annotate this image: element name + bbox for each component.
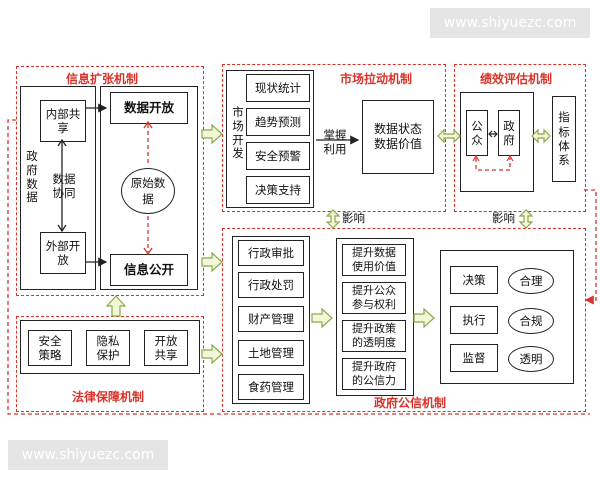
arrow-public-to-credibility — [201, 251, 223, 273]
admin-item-3: 财产管理 — [238, 306, 304, 332]
credibility-region — [222, 228, 586, 412]
info-expansion-title: 信息扩张机制 — [66, 72, 139, 86]
supervise-box: 监督 — [450, 344, 498, 372]
arrow-open-to-market — [201, 123, 223, 145]
influence-left-label: 影响 — [342, 211, 365, 225]
data-status-box: 数据状态数据价值 — [362, 100, 434, 174]
legal-item-3: 开放共享 — [144, 330, 188, 366]
internal-share-box: 内部共享 — [40, 100, 86, 142]
data-open-box: 数据开放 — [110, 92, 188, 124]
government-data-frame — [20, 86, 96, 290]
admin-item-5: 食药管理 — [238, 374, 304, 400]
performance-frame — [460, 92, 534, 192]
decision-box: 决策 — [450, 266, 498, 294]
external-open-box: 外部开放 — [40, 232, 86, 274]
influence-right-label: 影响 — [492, 211, 515, 225]
market-dev-frame — [226, 70, 314, 208]
grasp-use-label: 掌握利用 — [323, 128, 347, 157]
admin-item-1: 行政审批 — [238, 240, 304, 266]
market-item-4: 决策支持 — [246, 176, 310, 204]
arrow-frame-index — [531, 128, 551, 144]
arrow-influence-left — [325, 209, 341, 229]
raw-data-oval: 原始数据 — [121, 168, 175, 214]
public-box: 公众 — [466, 110, 488, 156]
improve-item-1: 提升数据使用价值 — [342, 244, 406, 276]
arrow-influence-right — [518, 209, 534, 229]
performance-title: 绩效评估机制 — [480, 72, 553, 86]
transparent-oval: 透明 — [508, 346, 554, 372]
outer-loop-left — [7, 119, 590, 415]
watermark-top: www.shiyuezc.com — [430, 8, 590, 38]
data-collab-label: 数据协同 — [52, 172, 76, 201]
arrow-improve-to-governance — [413, 307, 435, 329]
market-item-2: 趋势预测 — [246, 108, 310, 136]
governance-frame — [440, 250, 574, 384]
market-item-3: 安全预警 — [246, 142, 310, 170]
credibility-title: 政府公信机制 — [374, 396, 447, 410]
market-item-1: 现状统计 — [246, 74, 310, 102]
admin-items-frame — [232, 236, 310, 404]
legal-title: 法律保障机制 — [72, 390, 145, 404]
government-data-label: 政府数据 — [26, 149, 38, 205]
info-expansion-region — [16, 66, 204, 296]
open-public-frame — [100, 86, 198, 290]
arrow-legal-to-credibility — [201, 343, 223, 365]
market-pull-title: 市场拉动机制 — [340, 72, 413, 86]
improve-item-2: 提升公众参与权利 — [342, 282, 406, 314]
improve-item-4: 提升政府的公信力 — [342, 358, 406, 390]
execute-box: 执行 — [450, 306, 498, 334]
reasonable-oval: 合理 — [508, 268, 554, 294]
info-public-box: 信息公开 — [110, 254, 188, 286]
public-gov-dashed — [475, 158, 511, 171]
legal-item-1: 安全策略 — [28, 330, 72, 366]
market-dev-label: 市场开发 — [232, 105, 244, 161]
arrow-market-performance — [437, 128, 461, 144]
compliant-oval: 合规 — [508, 308, 554, 334]
outer-loop-right — [584, 189, 597, 305]
government-box: 政府 — [498, 110, 520, 156]
legal-frame — [20, 320, 200, 374]
legal-region — [16, 316, 204, 412]
admin-item-4: 土地管理 — [238, 340, 304, 366]
improve-item-3: 提升政策的透明度 — [342, 320, 406, 352]
admin-item-2: 行政处罚 — [238, 272, 304, 298]
arrow-admin-to-improve — [311, 307, 333, 329]
arrow-legal-up — [105, 295, 127, 317]
legal-item-2: 隐私保护 — [86, 330, 130, 366]
watermark-bottom: www.shiyuezc.com — [8, 440, 168, 470]
index-system-box: 指标体系 — [552, 96, 576, 182]
